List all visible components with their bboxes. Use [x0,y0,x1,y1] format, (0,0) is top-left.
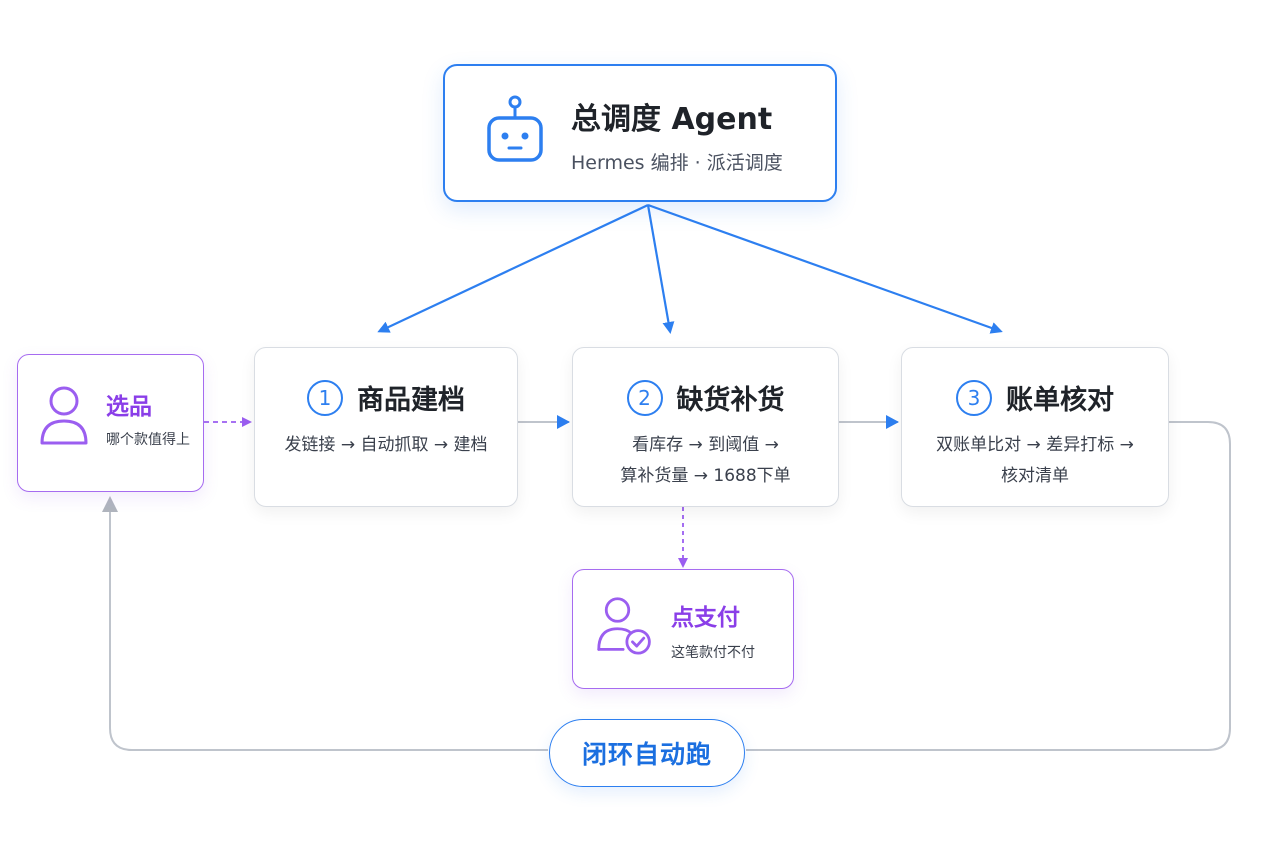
agent-to-step1-arrow [377,204,649,333]
human-pay-desc: 这笔款付不付 [671,645,755,661]
loop-badge[interactable]: 闭环自动跑 [549,719,745,787]
loop-label: 闭环自动跑 [581,740,712,769]
agent-to-step3-arrow [647,203,1003,334]
human-pay-title: 点支付 [671,605,740,631]
step-1-title: 商品建档 [357,385,465,416]
step-3-node[interactable]: 3 账单核对 双账单比对 → 差异打标 → 核对清单 [901,347,1169,507]
step-2-desc: 看库存 → 到阈值 → 算补货量 → 1688下单 [583,430,828,492]
step-1-desc-line: 发链接 → 自动抓取 → 建档 [284,435,488,455]
human-select-desc: 哪个款值得上 [106,432,190,448]
step-3-desc-line-2: 核对清单 [1001,466,1069,486]
human-select-node[interactable]: 选品 哪个款值得上 [17,354,204,492]
human-select-title: 选品 [106,394,152,420]
step-3-title: 账单核对 [1006,385,1114,416]
human-pay-node[interactable]: 点支付 这笔款付不付 [572,569,794,689]
step-3-desc-line-1: 双账单比对 → 差异打标 → [936,435,1134,455]
agent-to-step2-arrow [646,204,675,334]
person-icon [40,386,88,445]
step-2-number: 2 [626,379,663,416]
step-2-title: 缺货补货 [676,385,785,416]
step-1-node[interactable]: 1 商品建档 发链接 → 自动抓取 → 建档 [254,347,518,507]
agent-subtitle: Hermes 编排 · 派活调度 [571,152,783,174]
robot-icon [487,95,543,162]
agent-title: 总调度 Agent [571,102,773,137]
person-check-icon [597,597,651,655]
step-3-desc: 双账单比对 → 差异打标 → 核对清单 [912,430,1158,492]
step-2-desc-line-2: 算补货量 → 1688下单 [620,466,791,486]
step-2-node[interactable]: 2 缺货补货 看库存 → 到阈值 → 算补货量 → 1688下单 [572,347,839,507]
step-1-desc: 发链接 → 自动抓取 → 建档 [265,430,507,461]
step-2-desc-line-1: 看库存 → 到阈值 → [632,435,779,455]
loop-back-line [109,421,1231,751]
agent-node[interactable]: 总调度 Agent Hermes 编排 · 派活调度 [443,64,837,202]
step-3-number: 3 [956,379,992,416]
step-1-number: 1 [307,379,343,416]
